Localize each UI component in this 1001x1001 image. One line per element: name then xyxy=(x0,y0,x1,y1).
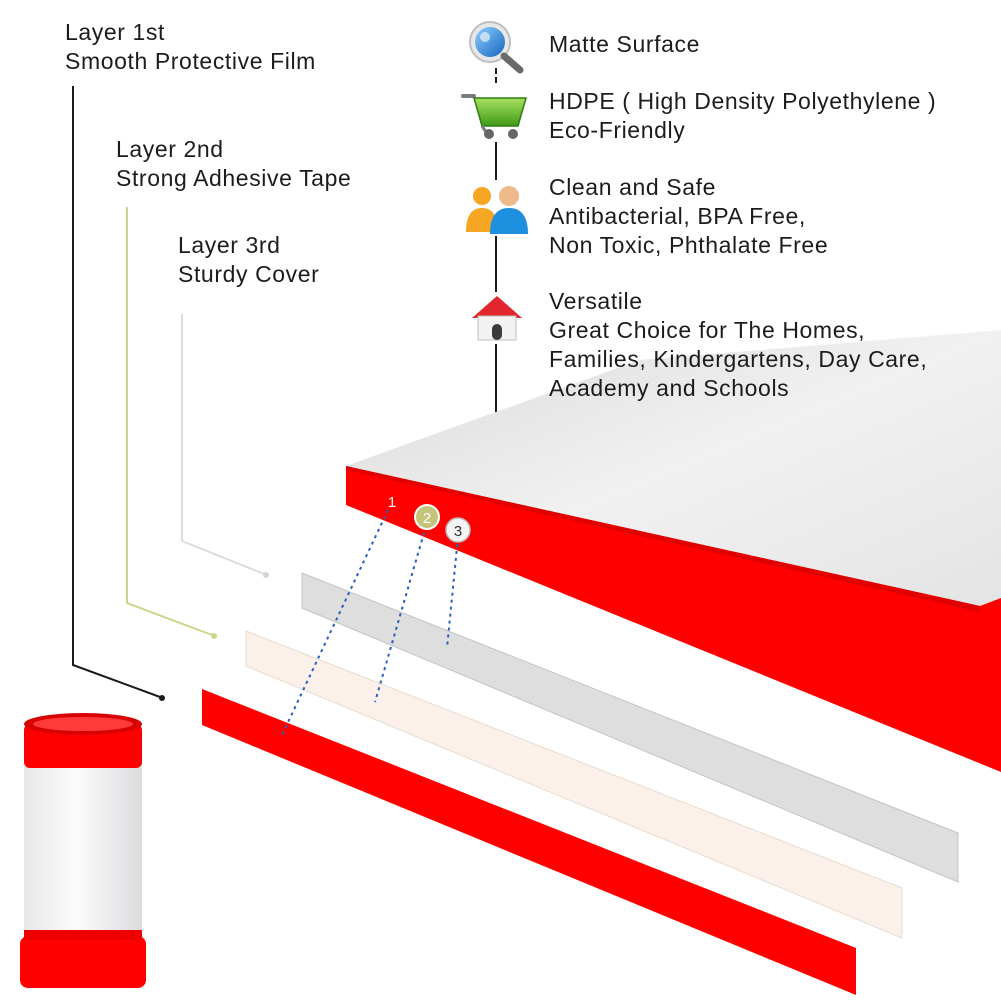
feature-line: HDPE ( High Density Polyethylene ) xyxy=(549,88,937,114)
layer3-cover-strip xyxy=(301,572,959,883)
marker-2-bg xyxy=(414,504,440,530)
feature-versatile: Versatile Great Choice for The Homes, Fa… xyxy=(549,287,927,403)
board-top-surface xyxy=(346,330,1001,606)
layer1-leader-line xyxy=(72,86,161,698)
layer2-leader-line xyxy=(126,207,213,636)
feature-line: Academy and Schools xyxy=(549,375,790,401)
feature-line: Matte Surface xyxy=(549,31,700,57)
feature-line: Eco-Friendly xyxy=(549,117,686,143)
magnifier-icon xyxy=(469,21,524,74)
feature-line: Clean and Safe xyxy=(549,174,716,200)
layer3-subtitle: Sturdy Cover xyxy=(178,261,320,287)
product-roll xyxy=(20,713,146,988)
feature-line: Great Choice for The Homes, xyxy=(549,317,866,343)
feature-line: Antibacterial, BPA Free, xyxy=(549,203,806,229)
layer2-adhesive-strip xyxy=(245,630,903,939)
feature-hdpe: HDPE ( High Density Polyethylene ) Eco-F… xyxy=(549,87,936,145)
layer2-title: Layer 2nd xyxy=(116,136,224,162)
shopping-cart-icon xyxy=(461,94,527,139)
board-red-edge xyxy=(346,466,1001,772)
layer2-subtitle: Strong Adhesive Tape xyxy=(116,165,352,191)
feature-line: Versatile xyxy=(549,288,643,314)
marker-1: 1 xyxy=(388,494,396,511)
marker-3: 3 xyxy=(454,523,462,540)
layer1-title: Layer 1st xyxy=(65,19,166,45)
layer3-leader-line xyxy=(181,314,265,575)
marker-2: 2 xyxy=(423,510,431,527)
layer3-title: Layer 3rd xyxy=(178,232,281,258)
feature-line: Families, Kindergartens, Day Care, xyxy=(549,346,928,372)
people-icon xyxy=(466,186,528,234)
layer1-leader-dot xyxy=(159,695,165,701)
marker-3-bg xyxy=(445,517,471,543)
layer3-label: Layer 3rd Sturdy Cover xyxy=(178,231,319,289)
alignment-line-3 xyxy=(446,536,459,649)
layer1-film-strip xyxy=(202,689,856,995)
layer3-leader-dot xyxy=(263,572,269,578)
house-icon xyxy=(472,296,522,341)
layer1-subtitle: Smooth Protective Film xyxy=(65,48,316,74)
feature-line: Non Toxic, Phthalate Free xyxy=(549,232,829,258)
alignment-line-2 xyxy=(374,525,427,703)
layer2-label: Layer 2nd Strong Adhesive Tape xyxy=(116,135,351,193)
layer2-leader-dot xyxy=(211,633,217,639)
board-edge-shade xyxy=(346,466,980,612)
feature-clean-safe: Clean and Safe Antibacterial, BPA Free, … xyxy=(549,173,828,260)
feature-matte-surface: Matte Surface xyxy=(549,30,700,59)
layer1-label: Layer 1st Smooth Protective Film xyxy=(65,18,316,76)
